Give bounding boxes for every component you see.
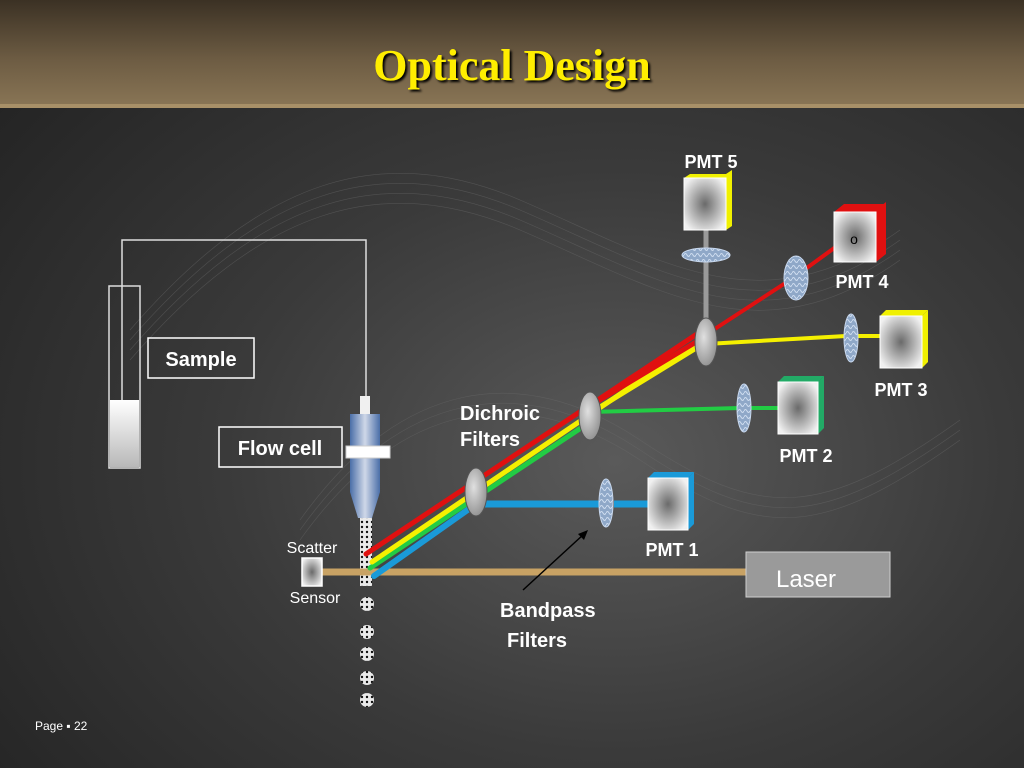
bandpass-label-line1: Bandpass — [500, 600, 596, 622]
pmt4-detector — [833, 202, 886, 263]
title-divider — [0, 104, 1024, 108]
bandpass-pointer-arrow — [578, 530, 588, 540]
bandpass-pointer-line — [522, 533, 585, 591]
scatter-sensor — [301, 557, 323, 587]
bandpass-filter-4 — [783, 255, 809, 301]
bandpass-filter-2 — [736, 383, 752, 433]
scatter-label: Scatter — [287, 540, 338, 557]
cell-stream — [360, 518, 374, 707]
sample-tubing — [121, 239, 367, 430]
pmt3-detector — [879, 310, 928, 369]
pmt4-label: PMT 4 — [835, 272, 888, 292]
flow-cell-label-box — [218, 426, 343, 468]
pmt5-detector — [683, 170, 732, 231]
pmt4-mark: o — [850, 231, 858, 247]
pmt3-label: PMT 3 — [874, 380, 927, 400]
dichroic-label-line2: Filters — [460, 429, 520, 451]
pmt1-label: PMT 1 — [645, 540, 698, 560]
pmt1-detector — [647, 472, 694, 531]
bandpass-filter-3 — [843, 313, 859, 363]
title-band — [0, 0, 1024, 108]
dichroic-label-line1: Dichroic — [460, 403, 540, 425]
bandpass-filter-1 — [598, 478, 614, 528]
page-number: Page ▪ 22 — [35, 719, 88, 733]
dichroic-filter-1 — [464, 467, 488, 517]
green-branch-beam — [589, 406, 741, 414]
flow-cell — [345, 396, 391, 518]
laser-box — [745, 551, 891, 598]
page-title: Optical Design — [373, 41, 651, 90]
sample-label-box — [147, 337, 255, 379]
yellow-branch-beam — [705, 334, 847, 346]
flow-cell-label: Flow cell — [238, 438, 322, 460]
bandpass-filter-5 — [681, 247, 731, 263]
pmt2-label: PMT 2 — [779, 446, 832, 466]
sample-label: Sample — [165, 349, 236, 371]
pmt5-label: PMT 5 — [684, 152, 737, 172]
dichroic-filter-3 — [694, 317, 718, 367]
laser-label: Laser — [776, 566, 836, 593]
sensor-label: Sensor — [290, 590, 341, 607]
pmt2-detector — [777, 376, 824, 435]
sample-tube — [108, 285, 141, 469]
red-branch-beam — [702, 278, 792, 338]
bandpass-label-line2: Filters — [507, 630, 567, 652]
dichroic-filter-2 — [578, 391, 602, 441]
